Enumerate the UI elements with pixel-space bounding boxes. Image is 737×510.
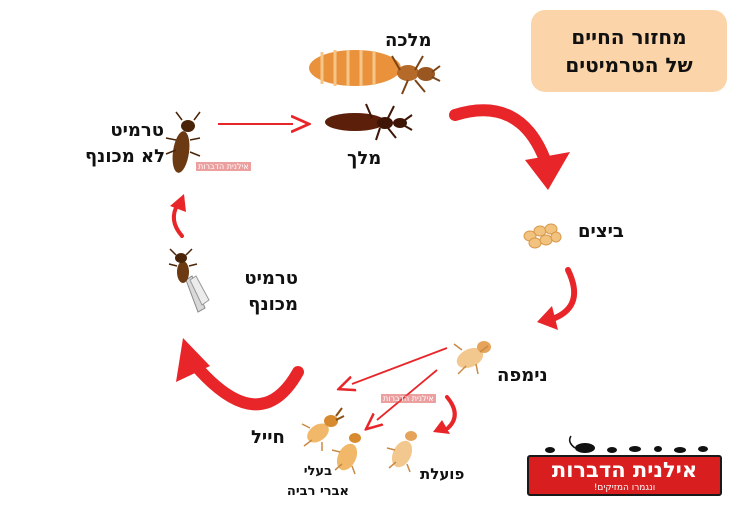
label-worker: פועלת	[420, 465, 465, 483]
arrow-royals-to-eggs-head	[525, 152, 570, 190]
arrow-winged-to-wingless-head	[170, 194, 186, 212]
reproductive-icon	[331, 433, 361, 475]
label-winged-line2: מכונף	[248, 294, 298, 315]
watermark-top: אילנית הדברות	[196, 162, 251, 171]
wingless-termite-icon	[165, 111, 201, 173]
title-line-1: מחזור החיים	[571, 25, 687, 49]
label-nymph: נימפה	[497, 365, 548, 386]
worker-icon	[386, 431, 417, 473]
queen-icon	[309, 50, 441, 95]
arrow-to-winged-head	[176, 338, 210, 382]
label-eggs: ביצים	[578, 221, 624, 242]
arrow-eggs-to-nymph-head	[537, 306, 558, 330]
arrow-nymph-to-winged	[352, 347, 448, 384]
eggs-icon	[523, 223, 562, 249]
label-reproductives-line2: אברי רביה	[286, 484, 349, 499]
logo-name: אילנית הדברות	[551, 458, 698, 482]
label-wingless-line1: טרמיט	[110, 120, 164, 141]
label-king: מלך	[347, 148, 382, 169]
arrow-nymph-to-worker-head	[433, 420, 450, 434]
king-icon	[325, 103, 413, 141]
label-wingless-line2: לא מכונף	[85, 146, 165, 167]
arrow-eggs-to-nymph	[552, 267, 578, 321]
label-queen: מלכה	[385, 30, 432, 51]
title-line-2: של הטרמיטים	[565, 53, 693, 77]
arrow-royals-to-eggs	[449, 104, 551, 166]
label-soldier: חייל	[251, 427, 285, 448]
title-box: מחזור החיים של הטרמיטים	[531, 10, 727, 92]
company-logo: אילנית הדברות ונגמרו המזיקים!	[527, 455, 722, 496]
soldier-icon	[301, 407, 345, 451]
arrow-nymph-to-worker	[445, 395, 457, 430]
label-reproductives-line1: בעלי	[303, 464, 332, 479]
arrow-to-winged	[189, 359, 304, 411]
nymph-icon	[453, 341, 491, 375]
winged-termite-icon	[168, 248, 210, 313]
label-winged-line1: טרמיט	[244, 268, 298, 289]
logo-tagline: ונגמרו המזיקים!	[593, 483, 656, 493]
watermark-bottom: אילנית הדברות	[381, 394, 436, 403]
